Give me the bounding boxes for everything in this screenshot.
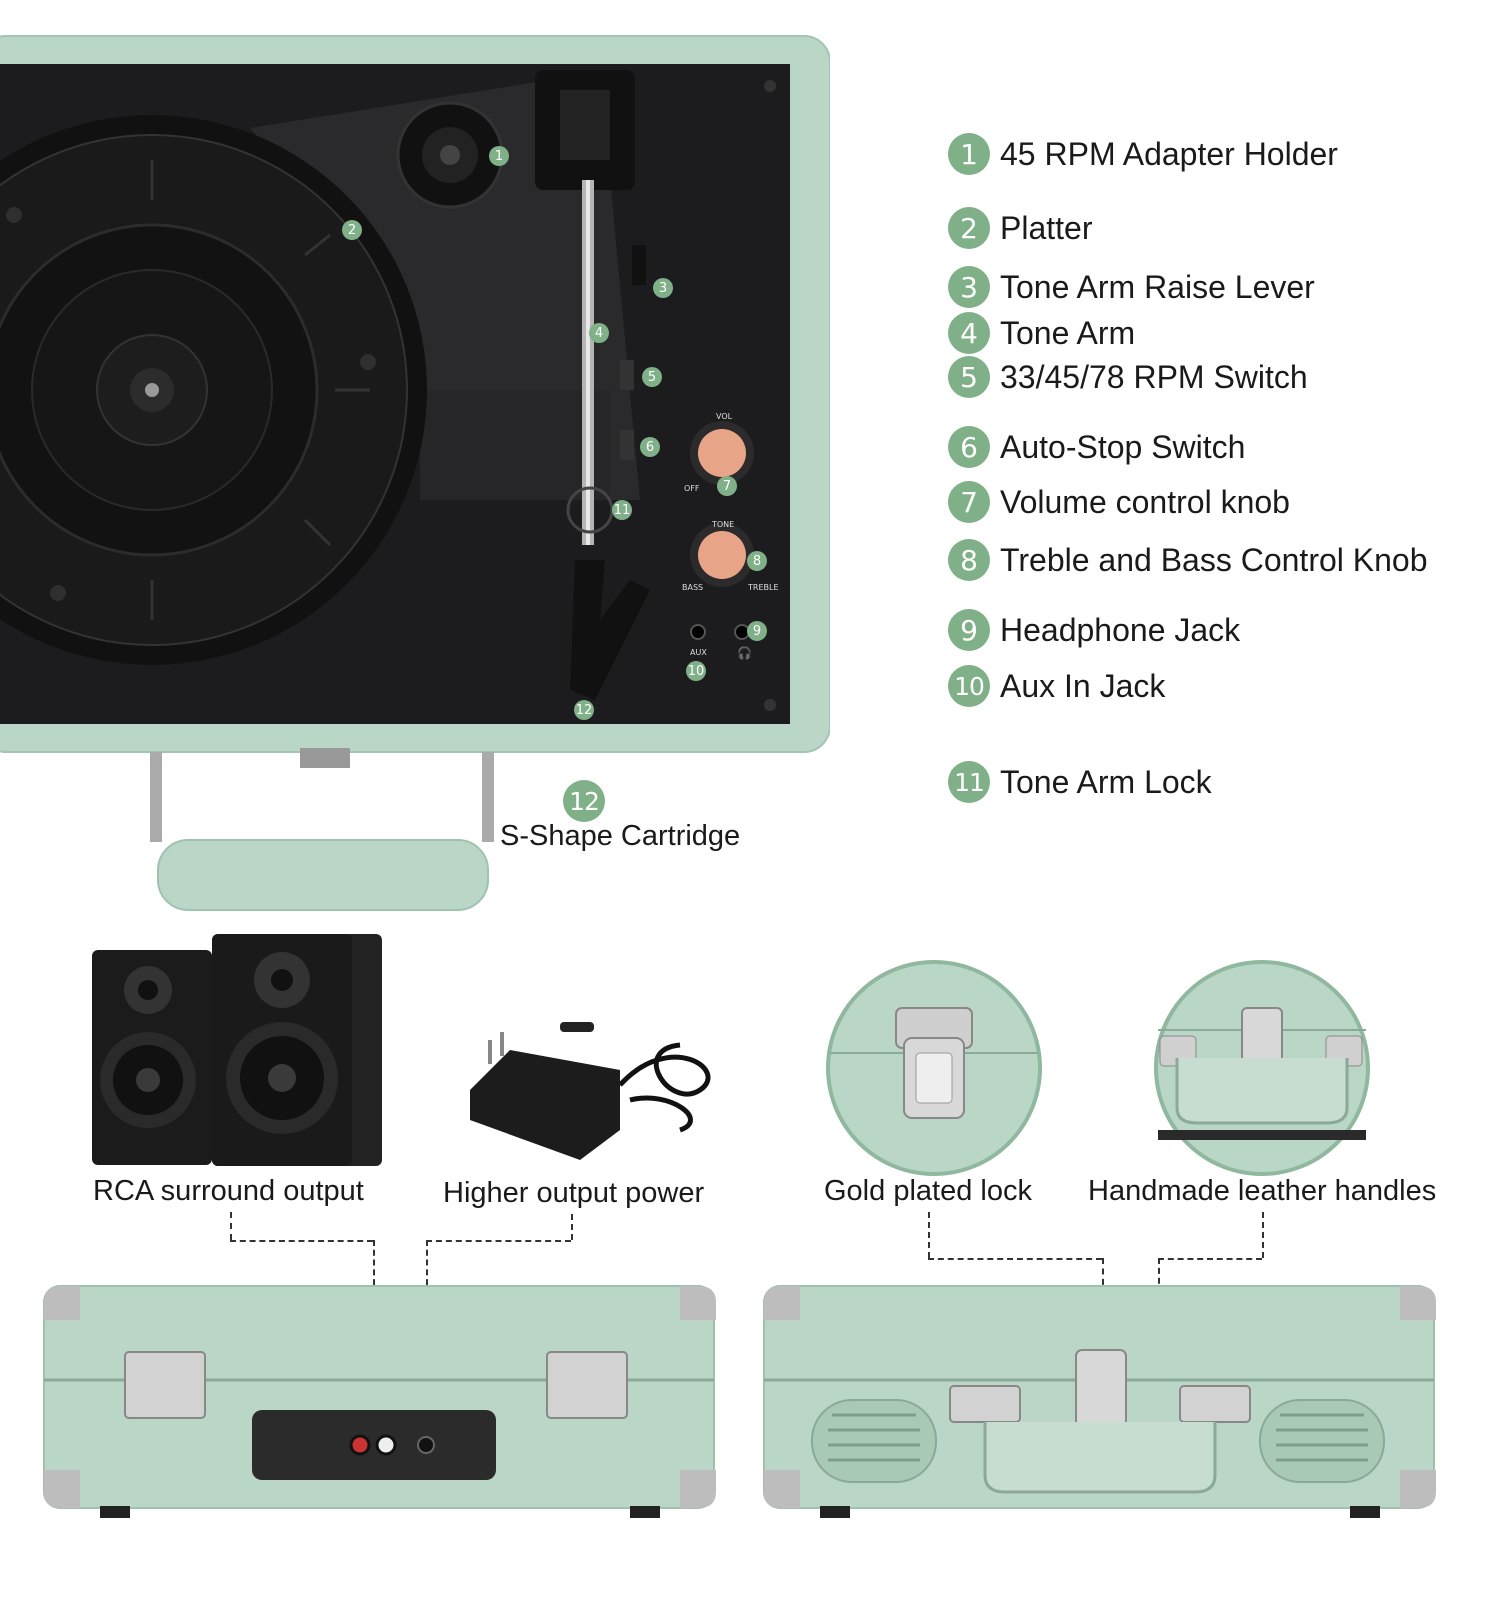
power-caption: Higher output power: [443, 1177, 705, 1209]
legend-item-9: 9 Headphone Jack: [948, 608, 1240, 652]
lock-detail-circle: [824, 958, 1044, 1178]
marker-9: 9: [747, 621, 767, 641]
off-label: OFF: [684, 484, 700, 493]
legend-item-2: 2 Platter: [948, 206, 1092, 250]
handles-detail-circle: [1152, 958, 1372, 1178]
legend-label: Tone Arm Lock: [1000, 763, 1212, 800]
legend-badge: 2: [948, 207, 990, 249]
lock-leader-h: [928, 1258, 1102, 1260]
legend-label: Volume control knob: [1000, 483, 1290, 520]
legend-badge: 7: [948, 481, 990, 523]
legend-item-7: 7 Volume control knob: [948, 480, 1290, 524]
power-leader-h: [426, 1240, 571, 1242]
aux-label: AUX: [690, 648, 707, 657]
cartridge-label: S-Shape Cartridge: [500, 820, 741, 852]
rca-leader-v1: [230, 1212, 232, 1240]
legend-badge: 6: [948, 426, 990, 468]
legend-item-4: 4 Tone Arm: [948, 311, 1135, 355]
turntable-illustration: [0, 35, 831, 911]
handles-leader-h: [1158, 1258, 1262, 1260]
legend-item-1: 1 45 RPM Adapter Holder: [948, 132, 1338, 176]
marker-12: 12: [574, 700, 594, 720]
legend-item-5: 5 33/45/78 RPM Switch: [948, 355, 1308, 399]
legend-label: Aux In Jack: [1000, 667, 1166, 704]
legend-label: Auto-Stop Switch: [1000, 428, 1246, 465]
legend-item-10: 10 Aux In Jack: [948, 664, 1165, 708]
speaker-pair: [88, 930, 388, 1170]
marker-6: 6: [640, 437, 660, 457]
turntable-figure: VOL OFF TONE BASS TREBLE AUX 🎧 1 2 3 4 5…: [0, 0, 831, 930]
lock-leader-v1: [928, 1212, 930, 1258]
cartridge-badge: 12: [563, 780, 605, 822]
case-front-view: [760, 1280, 1440, 1525]
legend-badge: 10: [948, 665, 990, 707]
legend-badge: 4: [948, 312, 990, 354]
lock-caption: Gold plated lock: [824, 1175, 1032, 1207]
legend-item-3: 3 Tone Arm Raise Lever: [948, 265, 1315, 309]
marker-3: 3: [653, 278, 673, 298]
legend-badge: 3: [948, 266, 990, 308]
legend-label: Treble and Bass Control Knob: [1000, 541, 1428, 578]
marker-2: 2: [342, 220, 362, 240]
marker-5: 5: [642, 367, 662, 387]
legend-badge: 8: [948, 539, 990, 581]
rca-caption: RCA surround output: [93, 1175, 364, 1207]
legend-label: Tone Arm: [1000, 314, 1136, 351]
legend-label: Headphone Jack: [1000, 611, 1241, 648]
legend-label: 45 RPM Adapter Holder: [1000, 135, 1338, 172]
legend-item-11: 11 Tone Arm Lock: [948, 760, 1212, 804]
handles-leader-v1: [1262, 1212, 1264, 1258]
marker-4: 4: [589, 323, 609, 343]
legend-badge: 5: [948, 356, 990, 398]
marker-10: 10: [686, 661, 706, 681]
power-leader-v1: [571, 1214, 573, 1240]
headphone-icon: 🎧: [737, 646, 752, 660]
vol-label: VOL: [716, 412, 733, 421]
legend-item-8: 8 Treble and Bass Control Knob: [948, 538, 1428, 582]
legend-item-6: 6 Auto-Stop Switch: [948, 425, 1245, 469]
legend-label: Tone Arm Raise Lever: [1000, 268, 1315, 305]
case-back-view: [40, 1280, 720, 1525]
legend-label: Platter: [1000, 209, 1093, 246]
legend-label: 33/45/78 RPM Switch: [1000, 358, 1308, 395]
treble-label: TREBLE: [748, 583, 779, 592]
tone-label: TONE: [712, 520, 735, 529]
marker-1: 1: [489, 146, 509, 166]
handles-caption: Handmade leather handles: [1088, 1175, 1437, 1207]
marker-8: 8: [747, 551, 767, 571]
legend-badge: 9: [948, 609, 990, 651]
legend-badge: 11: [948, 761, 990, 803]
marker-7: 7: [717, 476, 737, 496]
marker-11: 11: [612, 500, 632, 520]
rca-leader-h: [230, 1240, 373, 1242]
power-adapter: [470, 1010, 730, 1160]
bass-label: BASS: [682, 583, 704, 592]
legend-badge: 1: [948, 133, 990, 175]
